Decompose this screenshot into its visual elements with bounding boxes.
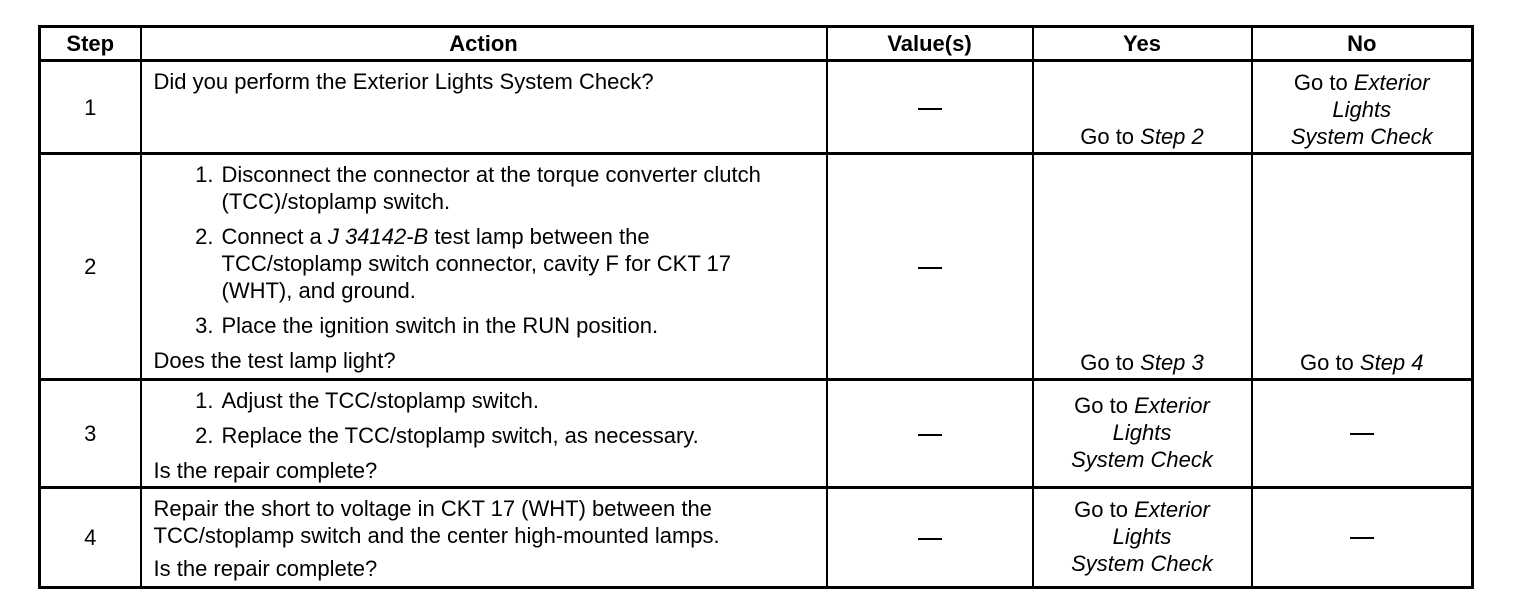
no-cell: — [1250, 486, 1474, 589]
list-item: 2. Replace the TCC/stoplamp switch, as n… [195, 423, 699, 448]
table-row-step-2: 2 1. Disconnect the connector at the tor… [38, 152, 1474, 381]
yes-cell: Go to Exterior Lights System Check [1031, 378, 1253, 489]
goto-target: Step 2 [1140, 124, 1204, 149]
yes-cell: Go to Exterior Lights System Check [1031, 486, 1253, 589]
action-cell: 1. Disconnect the connector at the torqu… [139, 152, 828, 381]
table-row-step-3: 3 1. Adjust the TCC/stoplamp switch. 2. … [38, 378, 1474, 489]
value-cell: — [825, 378, 1034, 489]
step-number: 3 [38, 378, 142, 489]
header-action: Action [139, 25, 828, 62]
table-row-step-4: 4 Repair the short to voltage in CKT 17 … [38, 486, 1474, 589]
no-cell: Go to Step 4 [1250, 152, 1474, 381]
em-dash [917, 434, 942, 437]
no-cell: — [1250, 378, 1474, 489]
em-dash [1349, 433, 1374, 436]
yes-cell: Go to Step 2 [1031, 59, 1253, 155]
em-dash [917, 107, 942, 110]
em-dash [1349, 537, 1374, 540]
action-cell: Did you perform the Exterior Lights Syst… [139, 59, 828, 155]
step-number: 2 [38, 152, 142, 381]
action-cell: 1. Adjust the TCC/stoplamp switch. 2. Re… [139, 378, 828, 489]
list-item: 1. Disconnect the connector at the torqu… [195, 162, 761, 214]
step-number: 1 [38, 59, 142, 155]
step-number: 4 [38, 486, 142, 589]
action-question: Did you perform the Exterior Lights Syst… [153, 69, 654, 94]
header-step: Step [38, 25, 142, 62]
value-cell: — [825, 486, 1034, 589]
header-row: Step Action Value(s) Yes No [38, 25, 1474, 62]
em-dash [917, 538, 942, 541]
tool-number: J 34142-B [327, 224, 429, 249]
list-item: 3. Place the ignition switch in the RUN … [195, 313, 659, 338]
yes-cell: Go to Step 3 [1031, 152, 1253, 381]
header-yes: Yes [1031, 25, 1253, 62]
table-row-step-1: 1 Did you perform the Exterior Lights Sy… [38, 59, 1474, 155]
no-cell: Go to Exterior Lights System Check [1250, 59, 1474, 155]
list-item: 1. Adjust the TCC/stoplamp switch. [195, 388, 539, 413]
list-item: 2. Connect a J 34142-B test lamp between… [195, 224, 731, 303]
action-question: Is the repair complete? [153, 458, 378, 483]
em-dash [917, 267, 942, 270]
action-paragraph: Repair the short to voltage in CKT 17 (W… [153, 496, 720, 548]
action-question: Does the test lamp light? [153, 348, 396, 373]
goto-target: Step 4 [1359, 350, 1424, 375]
header-no: No [1250, 25, 1474, 62]
header-values: Value(s) [825, 25, 1034, 62]
value-cell: — [825, 152, 1034, 381]
goto-target: Step 3 [1140, 350, 1204, 375]
action-cell: Repair the short to voltage in CKT 17 (W… [139, 486, 828, 589]
diagnostic-table: Step Action Value(s) Yes No 1 Did you pe… [38, 25, 1474, 589]
value-cell: — [825, 59, 1034, 155]
action-question: Is the repair complete? [153, 556, 378, 581]
